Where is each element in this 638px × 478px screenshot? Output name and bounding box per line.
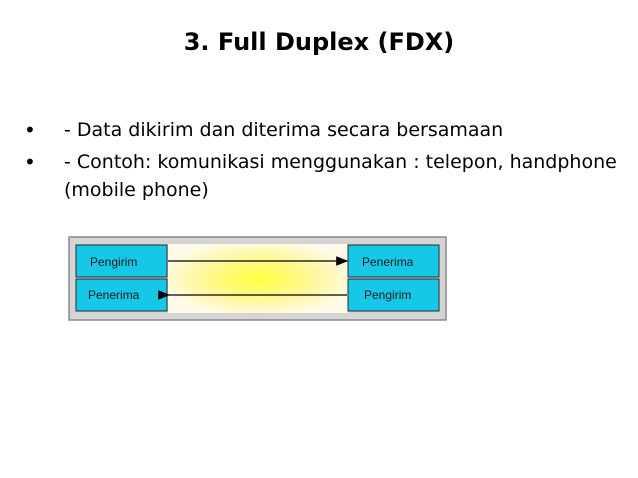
left-top-label: Pengirim: [90, 255, 137, 269]
right-top-box: [347, 244, 440, 278]
right-top-label: Penerima: [362, 255, 414, 269]
right-bottom-label: Pengirim: [364, 288, 411, 302]
bullet-text: - Data dikirim dan diterima secara bersa…: [64, 119, 504, 141]
left-bottom-box: [75, 278, 168, 312]
transmission-medium: [168, 244, 348, 313]
full-duplex-diagram: Pengirim Penerima Penerima Pengirim: [68, 236, 448, 322]
bullet-item: • - Contoh: komunikasi menggunakan : tel…: [24, 148, 624, 204]
left-top-box: [75, 244, 168, 278]
bullet-text: - Contoh: komunikasi menggunakan : telep…: [64, 151, 617, 201]
left-bottom-label: Penerima: [88, 288, 140, 302]
diagram-canvas: Pengirim Penerima Penerima Pengirim: [68, 236, 447, 321]
right-bottom-box: [347, 278, 440, 312]
bullet-list: • - Data dikirim dan diterima secara ber…: [24, 116, 624, 208]
bullet-dot-icon: •: [24, 118, 36, 142]
slide-title: 3. Full Duplex (FDX): [183, 28, 455, 56]
bullet-dot-icon: •: [24, 150, 36, 174]
bullet-item: • - Data dikirim dan diterima secara ber…: [24, 116, 624, 144]
